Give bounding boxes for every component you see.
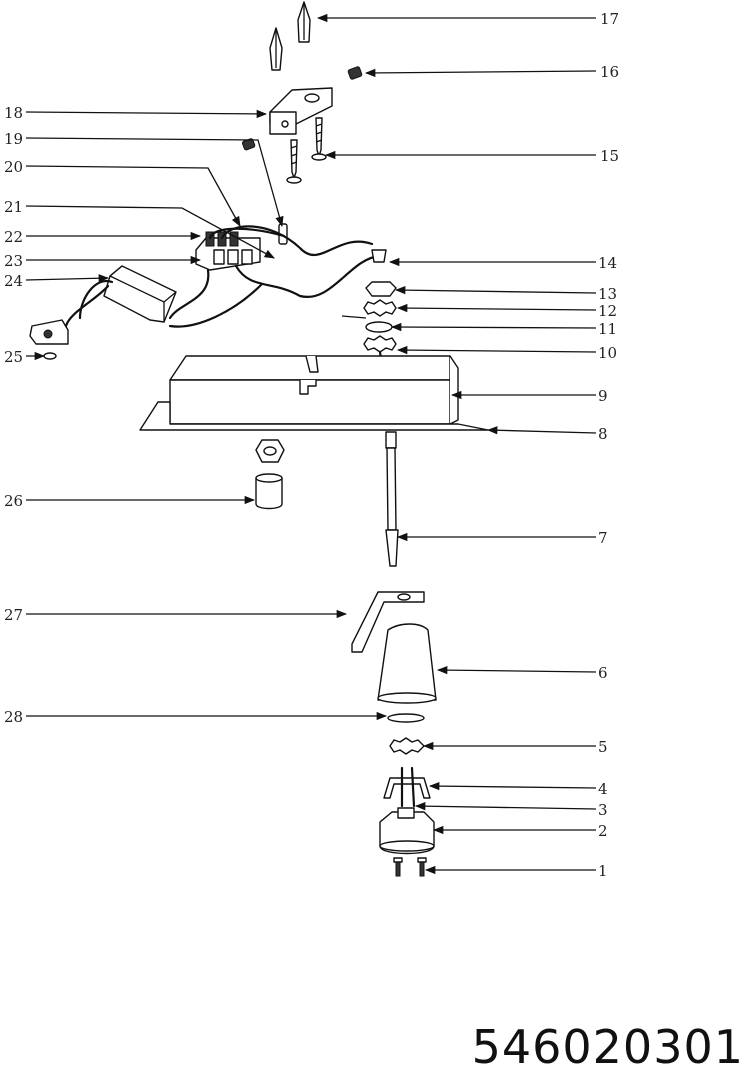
toothed-washer-12 <box>363 299 397 317</box>
callout-26: 26 <box>4 492 23 510</box>
callout-9: 9 <box>598 387 608 405</box>
washer-28 <box>387 713 425 723</box>
callout-1: 1 <box>598 862 608 880</box>
terminal-block <box>195 231 261 271</box>
callout-16: 16 <box>600 63 619 81</box>
cable-grommet <box>371 249 387 263</box>
callout-5: 5 <box>598 738 608 756</box>
ring-washer-11 <box>365 321 393 333</box>
callout-22: 22 <box>4 228 23 246</box>
callout-24: 24 <box>4 272 23 290</box>
small-screw-16 <box>347 66 363 80</box>
callout-2: 2 <box>598 822 608 840</box>
threaded-rod <box>385 431 399 567</box>
nut-and-cap <box>255 439 285 510</box>
callout-4: 4 <box>598 780 608 798</box>
callout-15: 15 <box>600 147 619 165</box>
toothed-washer-5 <box>389 737 425 755</box>
callout-19: 19 <box>4 130 23 148</box>
hex-nut-13 <box>365 281 397 297</box>
callout-27: 27 <box>4 606 23 624</box>
callout-20: 20 <box>4 158 23 176</box>
model-number: 546020301 <box>471 1020 744 1074</box>
spring-clip <box>383 766 431 808</box>
callout-7: 7 <box>598 529 608 547</box>
callout-14: 14 <box>598 254 617 272</box>
callout-12: 12 <box>598 302 617 320</box>
callout-21: 21 <box>4 198 23 216</box>
callout-10: 10 <box>598 344 617 362</box>
wires <box>64 225 382 328</box>
callout-23: 23 <box>4 252 23 270</box>
toothed-washer-10 <box>363 335 397 353</box>
leader-lines <box>25 13 597 875</box>
lamp-arm <box>351 591 425 653</box>
lamp-socket <box>379 807 435 855</box>
callout-11: 11 <box>598 320 617 338</box>
callout-17: 17 <box>600 10 619 28</box>
wall-plug-parts <box>269 1 311 71</box>
callout-28: 28 <box>4 708 23 726</box>
led-driver <box>103 265 177 323</box>
callout-18: 18 <box>4 104 23 122</box>
callout-25: 25 <box>4 348 23 366</box>
callout-labels: 17 16 15 14 13 12 11 10 9 8 7 6 5 4 3 2 … <box>4 10 619 880</box>
callout-13: 13 <box>598 285 617 303</box>
mounting-bracket <box>269 87 333 135</box>
push-switch <box>29 319 69 360</box>
recessed-housing <box>169 355 459 425</box>
socket-screws <box>393 857 427 877</box>
callout-8: 8 <box>598 425 608 443</box>
callout-6: 6 <box>598 664 608 682</box>
callout-3: 3 <box>598 801 608 819</box>
lamp-shade <box>377 623 437 704</box>
